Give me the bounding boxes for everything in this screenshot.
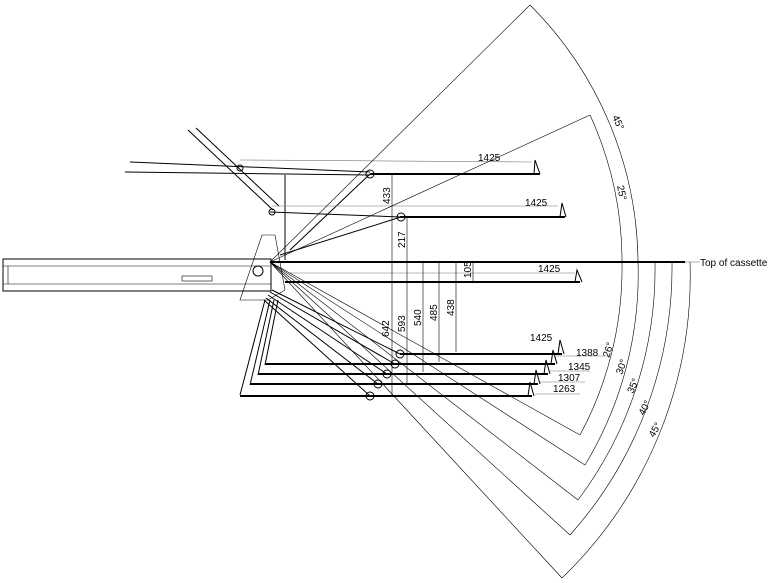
angle-label: 45° <box>647 421 664 440</box>
top-of-cassette-label: Top of cassette <box>700 258 768 269</box>
lower-arms <box>239 289 610 401</box>
height-dim: 105 <box>463 261 474 278</box>
angle-label: 35° <box>626 377 642 395</box>
arm-upper-45 <box>124 127 541 260</box>
height-labels: 433 217 105 642 593 540 485 438 <box>381 187 474 337</box>
length-dim: 1425 <box>525 198 548 209</box>
angle-label: 25° <box>614 184 628 201</box>
height-dim: 217 <box>397 231 408 248</box>
height-dim: 485 <box>429 304 440 321</box>
height-dim: 642 <box>381 320 392 337</box>
length-dim: 1307 <box>558 373 581 384</box>
height-dim: 438 <box>446 299 457 316</box>
angle-label: 40° <box>637 399 654 418</box>
angle-label: 26° <box>601 341 616 359</box>
length-dim: 1425 <box>478 153 501 164</box>
length-dim: 1388 <box>576 348 599 359</box>
length-dim: 1425 <box>538 264 561 275</box>
length-dim: 1263 <box>553 384 576 395</box>
length-dim: 1425 <box>530 333 553 344</box>
arm-upper-0 <box>285 268 583 283</box>
angle-label: 30° <box>614 358 630 376</box>
height-dimension-lines <box>391 174 474 396</box>
length-dim: 1345 <box>568 362 591 373</box>
arm-upper-25 <box>268 202 567 256</box>
cassette <box>2 234 286 301</box>
height-dim: 433 <box>382 187 393 204</box>
angle-construction <box>269 4 691 579</box>
height-dim: 540 <box>413 309 424 326</box>
height-dim: 593 <box>397 315 408 332</box>
length-labels: 1425 1425 1425 1425 1388 1345 1307 1263 <box>478 153 599 395</box>
